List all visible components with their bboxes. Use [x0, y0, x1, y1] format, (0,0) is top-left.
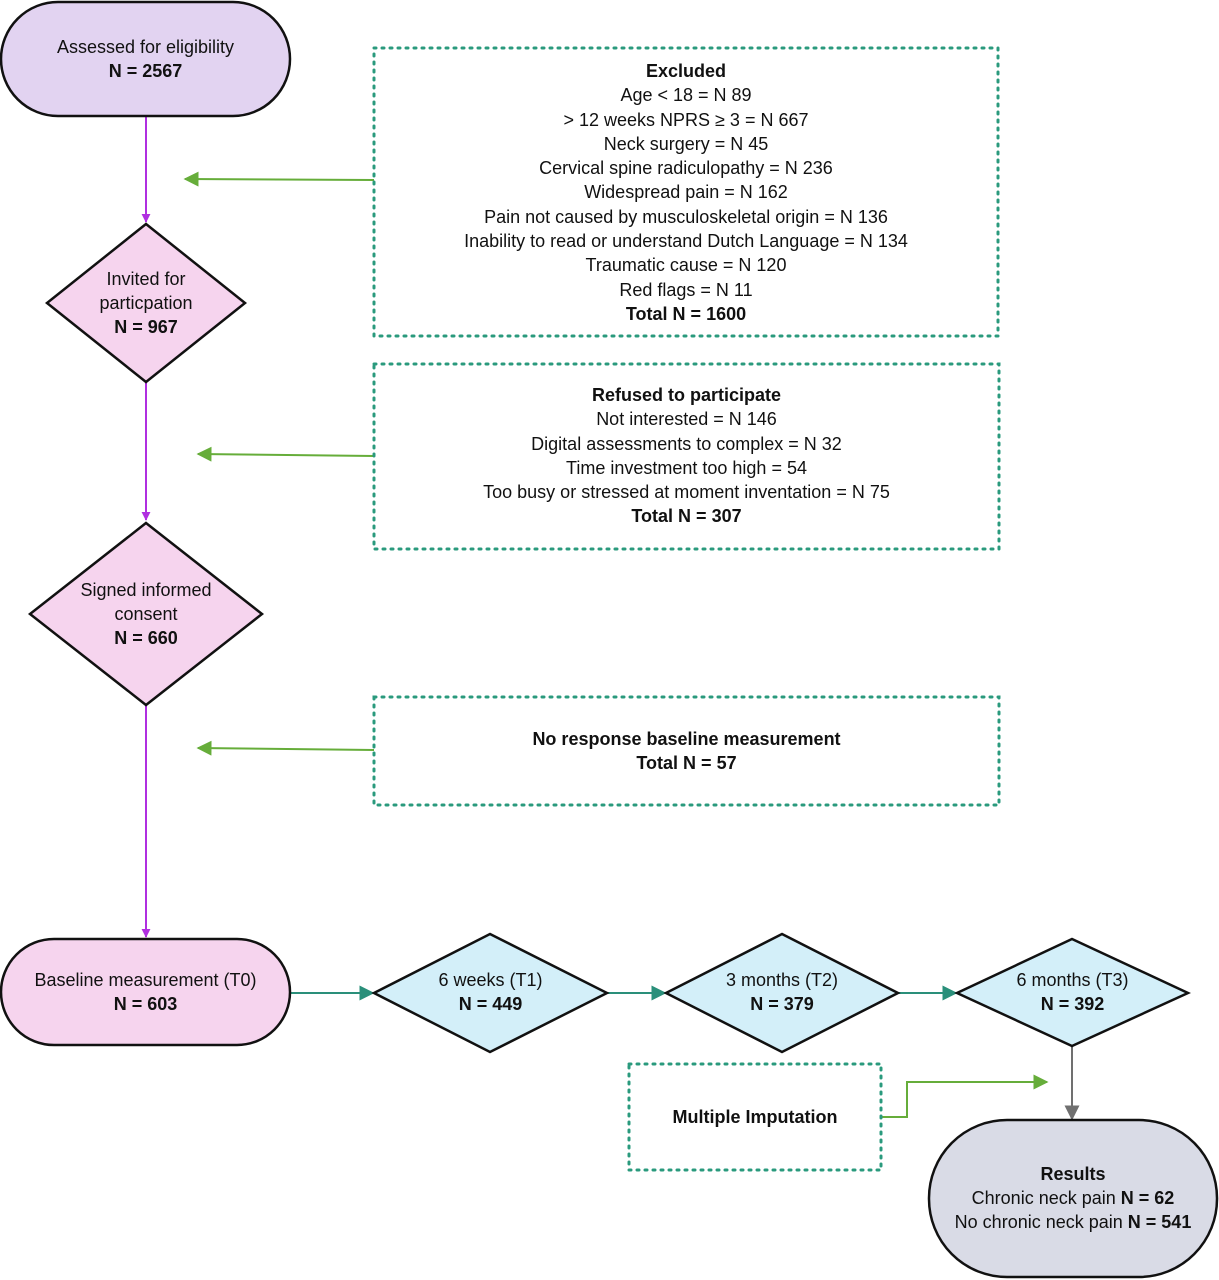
t1-node: [371, 932, 610, 1054]
invited-text: Invited for particpation N = 967: [47, 224, 245, 382]
excluded-title: Excluded: [645, 61, 727, 81]
imputation-text: Multiple Imputation: [629, 1064, 881, 1170]
excluded-item: Pain not caused by musculoskeletal origi…: [484, 206, 888, 227]
excluded-item: Cervical spine radiculopathy = N 236: [539, 158, 833, 179]
consent-text: Signed informed consent N = 660: [30, 523, 262, 705]
excluded-total: Total N = 1600: [625, 303, 747, 324]
excluded-item: Age < 18 = N 89: [620, 85, 752, 106]
no-response-panel: [372, 695, 1001, 807]
results-chronic-label: Chronic neck pain: [971, 1188, 1116, 1208]
consent-label-line1: Signed informed: [80, 580, 212, 600]
t3-text: 6 months (T3) N = 392: [957, 956, 1188, 1028]
results-no-chronic-label: No chronic neck pain: [954, 1212, 1123, 1232]
baseline-text: Baseline measurement (T0) N = 603: [1, 956, 290, 1028]
refused-total: Total N = 307: [631, 506, 742, 527]
results-node: [927, 1118, 1219, 1279]
excluded-item: Inability to read or understand Dutch La…: [464, 231, 908, 252]
results-title: Results: [1040, 1164, 1106, 1184]
results-chronic-count: N = 62: [1120, 1188, 1175, 1208]
consent-label-line2: consent: [114, 604, 178, 624]
t1-label: 6 weeks (T1): [438, 970, 543, 990]
excluded-panel: [372, 46, 1000, 338]
arrow-imputation: [880, 1074, 1049, 1118]
refused-item: Time investment too high = 54: [566, 457, 807, 478]
t1-text: 6 weeks (T1) N = 449: [374, 956, 607, 1028]
invited-node: [44, 222, 248, 384]
results-no-chronic-count: N = 541: [1127, 1212, 1192, 1232]
refused-item: Too busy or stressed at moment inventati…: [483, 482, 890, 503]
t3-count: N = 392: [1040, 994, 1105, 1014]
results-chronic-row: Chronic neck pain N = 62: [972, 1186, 1175, 1210]
consent-node: [27, 521, 265, 707]
no-response-total: Total N = 57: [636, 753, 737, 774]
results-text: Results Chronic neck pain N = 62 No chro…: [929, 1160, 1217, 1236]
arrow-no-response: [196, 740, 375, 756]
imputation-label: Multiple Imputation: [672, 1107, 838, 1127]
t2-count: N = 379: [750, 994, 814, 1014]
t3-node: [954, 937, 1191, 1048]
baseline-count: N = 603: [113, 994, 178, 1014]
excluded-item: Widespread pain = N 162: [584, 182, 788, 203]
imputation-panel: [627, 1062, 883, 1172]
excluded-item: > 12 weeks NPRS ≥ 3 = N 667: [563, 109, 809, 130]
refused-title: Refused to participate: [591, 385, 782, 405]
t2-text: 3 months (T2) N = 379: [666, 956, 898, 1028]
invited-label-line2: particpation: [99, 293, 193, 313]
eligibility-text: Assessed for eligibility N = 2567: [1, 2, 290, 116]
invited-label-line1: Invited for: [106, 269, 186, 289]
t2-node: [663, 932, 901, 1054]
eligibility-label: Assessed for eligibility: [56, 37, 235, 57]
refused-panel: [372, 362, 1001, 551]
t2-label: 3 months (T2): [725, 970, 839, 990]
excluded-item: Traumatic cause = N 120: [585, 255, 787, 276]
baseline-node: [0, 937, 292, 1047]
results-no-chronic-row: No chronic neck pain N = 541: [955, 1210, 1192, 1234]
refused-item: Digital assessments to complex = N 32: [531, 433, 842, 454]
excluded-item: Red flags = N 11: [619, 279, 753, 300]
excluded-item: Neck surgery = N 45: [603, 133, 769, 154]
t3-label: 6 months (T3): [1016, 970, 1129, 990]
refused-text: Refused to participate Not interested = …: [374, 383, 999, 529]
refused-item: Not interested = N 146: [596, 409, 777, 430]
invited-count: N = 967: [114, 317, 178, 337]
no-response-text: No response baseline measurement Total N…: [374, 727, 999, 776]
eligibility-node: [0, 0, 292, 118]
consent-count: N = 660: [114, 628, 178, 648]
eligibility-count: N = 2567: [108, 61, 183, 81]
arrow-refused: [196, 446, 375, 462]
arrow-excluded: [183, 171, 375, 187]
t1-count: N = 449: [458, 994, 523, 1014]
no-response-title: No response baseline measurement: [532, 729, 841, 749]
excluded-text: Excluded Age < 18 = N 89 > 12 weeks NPRS…: [374, 59, 998, 326]
baseline-label: Baseline measurement (T0): [34, 970, 257, 990]
